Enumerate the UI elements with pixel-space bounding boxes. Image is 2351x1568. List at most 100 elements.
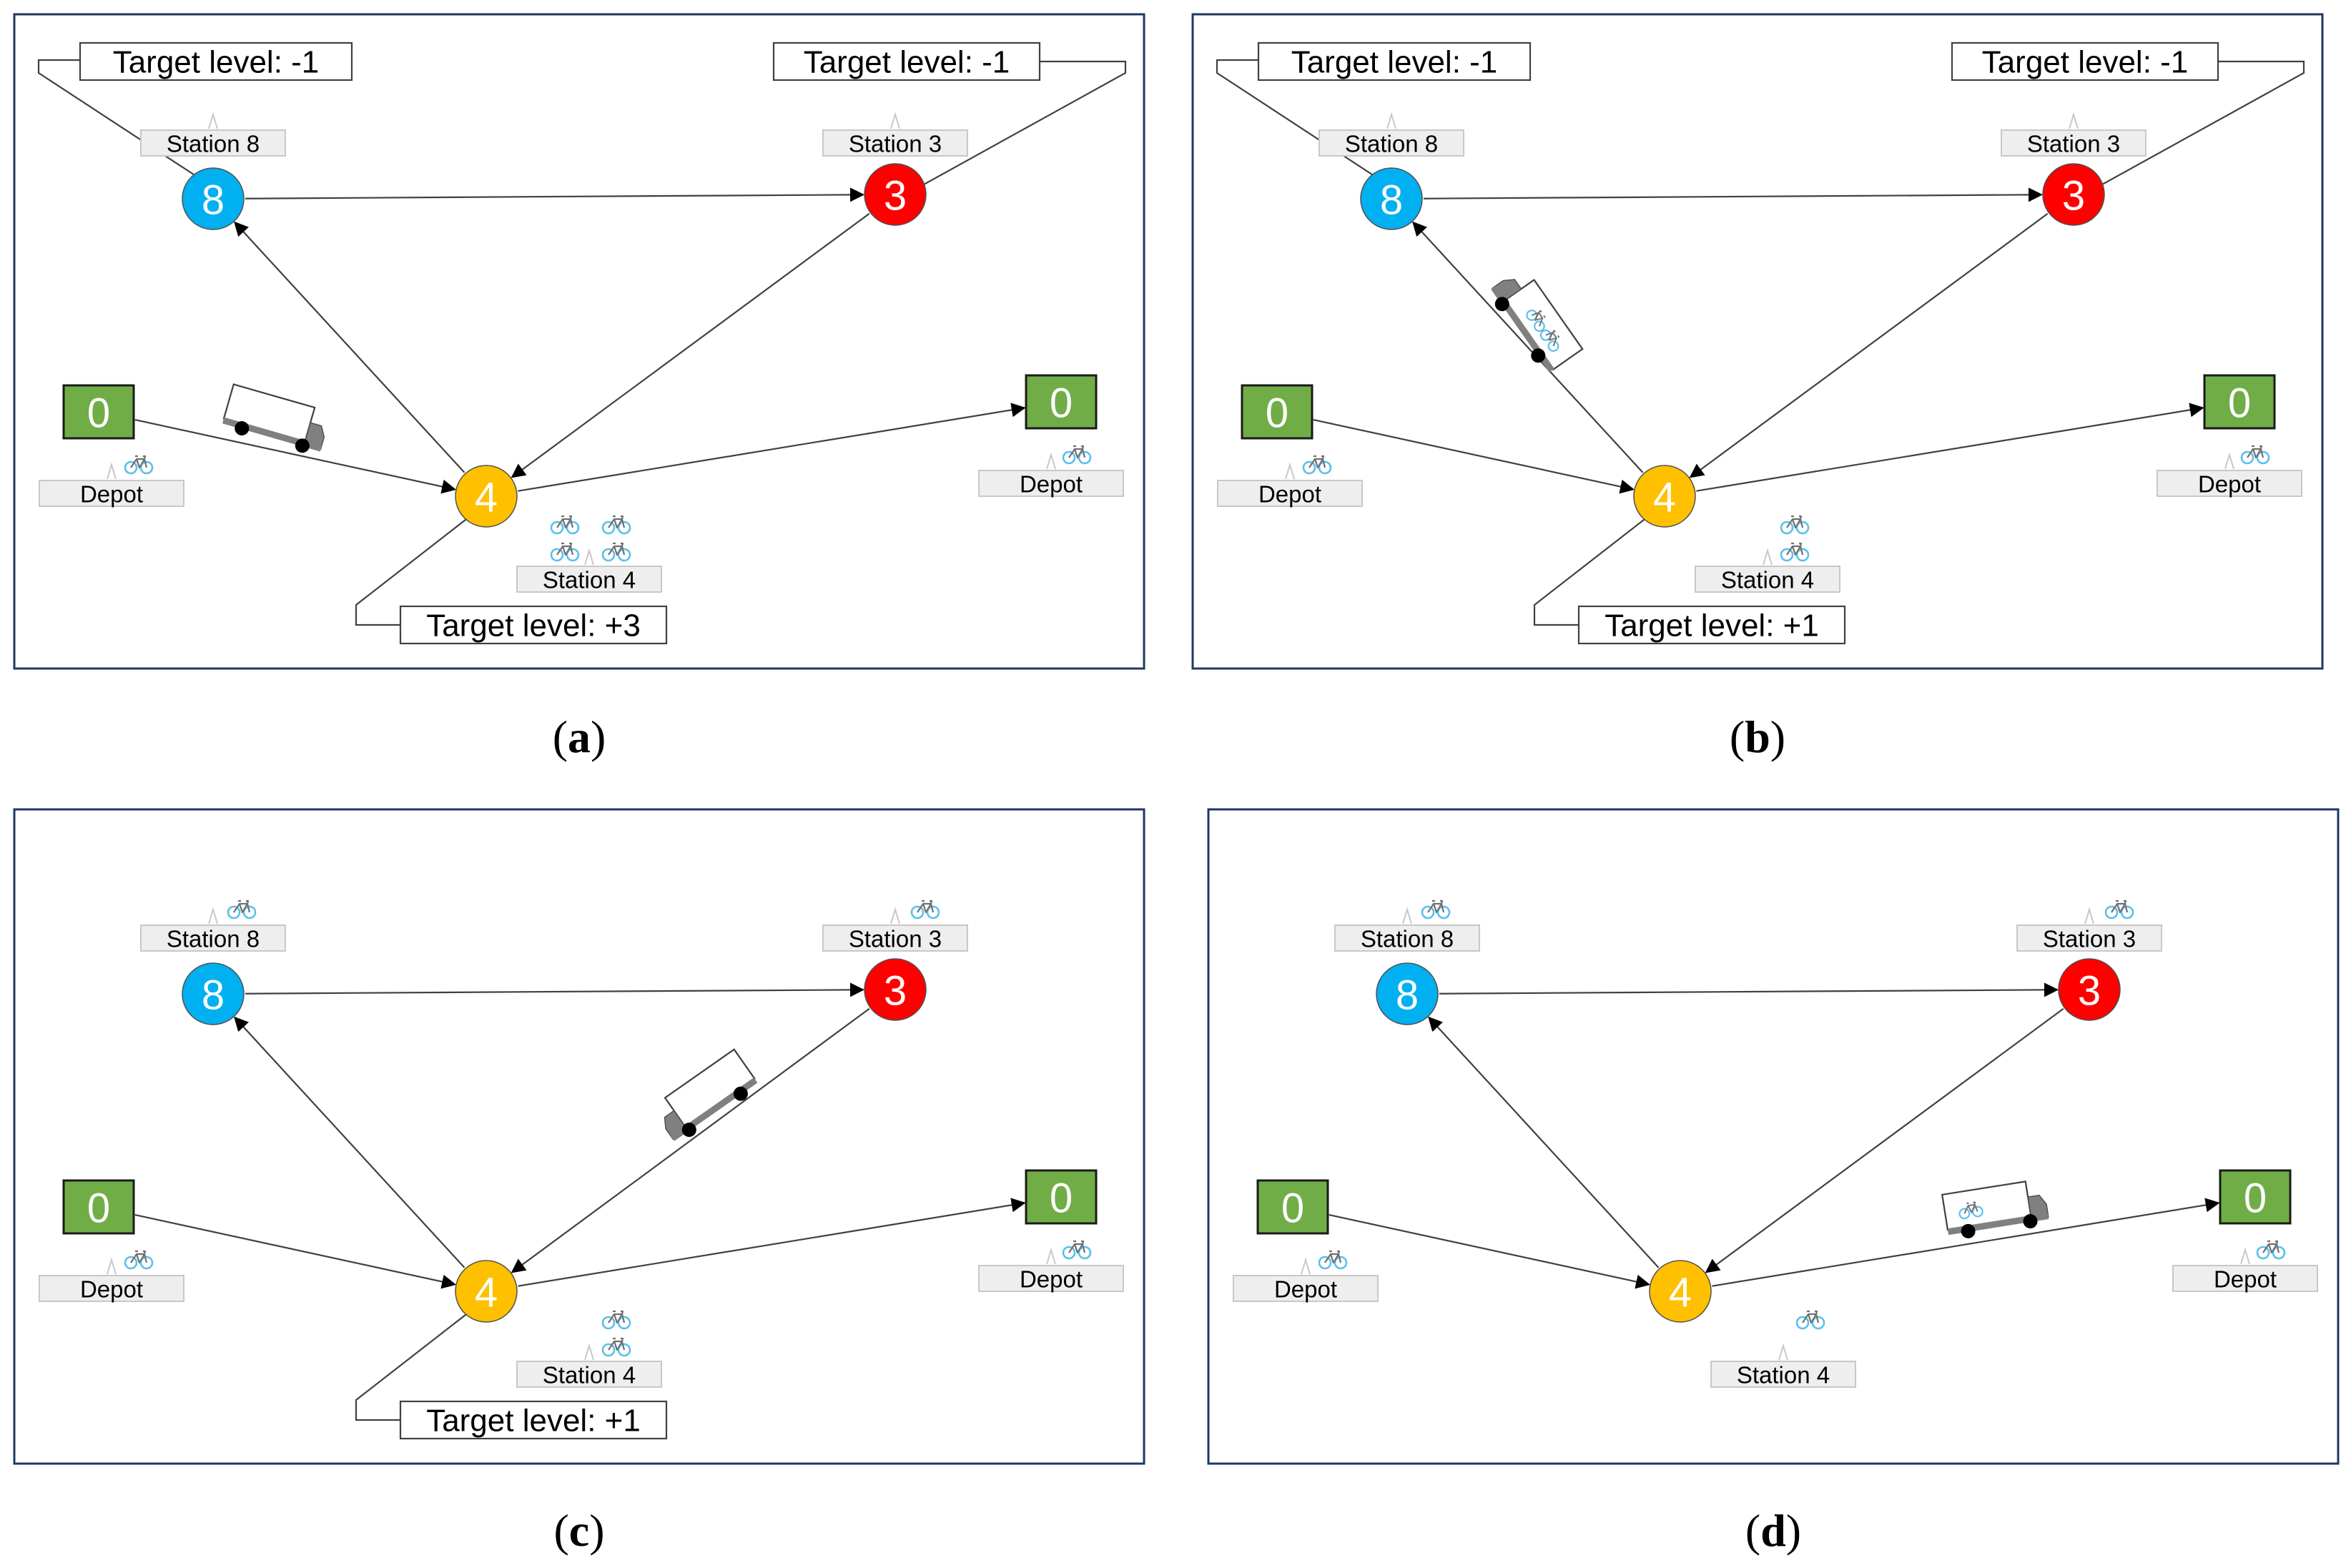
bicycle-icon (601, 1337, 631, 1357)
target-level-callout: Target level: -1 (804, 45, 1010, 80)
station-label-box (1319, 129, 1464, 157)
depot-value: 0 (1050, 1175, 1073, 1222)
target-level-callout: Target level: +3 (426, 608, 641, 644)
target-level-callout-box (1577, 605, 1846, 645)
target-level-callout-box (79, 41, 353, 82)
edge-depot-left-to-station-4 (1329, 1213, 1650, 1289)
station-3-number: 3 (884, 968, 907, 1015)
target-level-callout: Target level: -1 (1291, 45, 1498, 80)
station-label-box (516, 566, 662, 593)
target-level-callout-box (399, 605, 668, 645)
station-4-number: 4 (475, 1270, 498, 1316)
station-label-box (2157, 470, 2302, 497)
edge-station-8-to-station-3 (1423, 187, 2044, 202)
depot-right-node (2203, 374, 2276, 430)
target-level-callout: Target level: -1 (1982, 45, 2189, 80)
station-label-box (1695, 566, 1840, 593)
station-label: Station 8 (1345, 131, 1438, 157)
station-label-box (822, 924, 968, 952)
edge-station-3-to-station-4 (511, 212, 870, 478)
edge-depot-left-to-station-4 (134, 418, 456, 494)
station-3-node (2042, 163, 2105, 226)
panel-caption: (d) (1745, 1505, 1801, 1556)
station-label-box (516, 1361, 662, 1388)
bicycle-icon (124, 1250, 154, 1270)
station-label-box (2172, 1265, 2318, 1292)
station-4-node (455, 1260, 518, 1323)
bicycle-icon (601, 515, 631, 535)
station-label-box (2001, 129, 2147, 157)
diagram-panel: Target level: -1 Target level: -1 Target l… (13, 13, 1145, 762)
station-3-node (864, 958, 927, 1021)
station-label: Station 8 (167, 926, 260, 952)
edge-station-4-to-station-8 (1412, 221, 1644, 473)
station-label-box (39, 1275, 184, 1302)
bicycle-icon (2256, 1240, 2286, 1260)
station-4-number: 4 (475, 475, 498, 521)
station-8-node (182, 962, 245, 1025)
station-label: Station 3 (2043, 926, 2136, 952)
station-4-node (1633, 465, 1696, 528)
depot-value: 0 (87, 1185, 110, 1232)
station-4-number: 4 (1669, 1270, 1692, 1316)
station-4-node (455, 465, 518, 528)
depot-value: 0 (1050, 380, 1073, 427)
target-level-callout: Target level: +1 (1605, 608, 1819, 644)
target-level-callout: Target level: +1 (426, 1404, 641, 1439)
station-label: Depot (1020, 1266, 1083, 1293)
panel-caption: (c) (553, 1505, 604, 1556)
depot-left-node (62, 1179, 135, 1235)
bicycle-icon (550, 542, 580, 562)
edge-station-3-to-station-4 (1689, 212, 2049, 478)
depot-right-node (1025, 1169, 1098, 1225)
depot-value: 0 (1281, 1185, 1304, 1232)
edge-station-3-to-station-4 (1705, 1007, 2064, 1273)
bicycle-icon (601, 542, 631, 562)
station-3-number: 3 (884, 173, 907, 220)
bicycle-icon (1795, 1310, 1825, 1330)
bicycle-icon (1421, 899, 1451, 919)
station-label: Depot (1274, 1276, 1337, 1303)
station-3-node (864, 163, 927, 226)
bicycle-icon (1302, 455, 1332, 475)
depot-value: 0 (2244, 1175, 2267, 1222)
target-level-callout-box (399, 1400, 668, 1440)
station-label: Station 8 (167, 131, 260, 157)
target-level-callout: Target level: -1 (113, 45, 320, 80)
edge-station-4-to-station-8 (234, 1016, 465, 1268)
station-label-box (978, 1265, 1124, 1292)
station-label-box (1710, 1361, 1856, 1388)
diagram-panel: Target level: -1 Target level: -1 Target l… (1191, 13, 2324, 762)
station-label: Depot (2214, 1266, 2277, 1293)
target-level-callout-box (1257, 41, 1532, 82)
bicycle-icon (550, 515, 580, 535)
edge-station-4-to-depot-right (1696, 403, 2204, 492)
bicycle-icon (124, 455, 154, 475)
target-level-callout-box (772, 41, 1041, 82)
panel-frame (1207, 808, 2340, 1465)
bicycle-icon (2104, 899, 2134, 919)
target-level-callout-box (1951, 41, 2219, 82)
station-4-number: 4 (1653, 475, 1676, 521)
station-label: Depot (1020, 471, 1083, 498)
depot-value: 0 (2228, 380, 2251, 427)
bicycle-icon (601, 1310, 631, 1330)
bicycle-icon (1958, 1201, 1983, 1220)
station-label: Station 4 (543, 1362, 636, 1389)
station-label-box (978, 470, 1124, 497)
edge-station-4-to-depot-right (1712, 1198, 2220, 1287)
panel-frame (13, 808, 1145, 1465)
edge-station-4-to-depot-right (518, 403, 1026, 492)
bicycle-icon (1539, 329, 1560, 352)
bicycle-icon (910, 899, 940, 919)
depot-value: 0 (87, 390, 110, 437)
station-8-node (1360, 167, 1423, 230)
edge-depot-left-to-station-4 (1313, 418, 1635, 494)
station-label: Station 3 (2027, 131, 2120, 157)
station-label: Station 4 (1737, 1362, 1830, 1389)
station-3-node (2058, 958, 2121, 1021)
depot-left-node (1241, 384, 1313, 440)
station-3-number: 3 (2062, 173, 2085, 220)
station-label-box (39, 480, 184, 507)
station-label: Station 3 (849, 131, 942, 157)
